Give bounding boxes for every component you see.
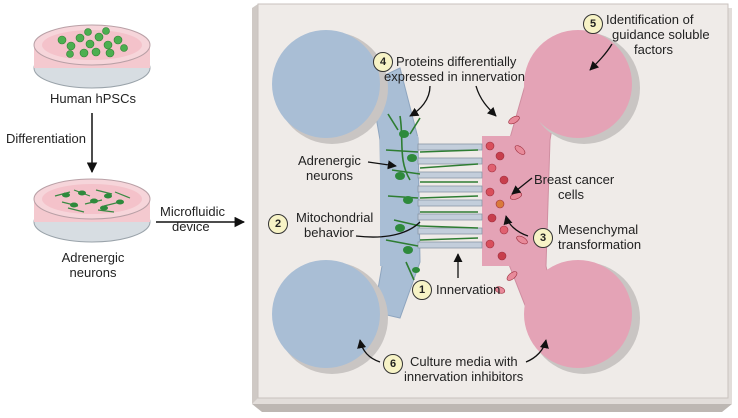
hpsc-colony xyxy=(57,27,128,58)
annotation-5-line3: factors xyxy=(634,42,674,57)
annotation-1-line1: Innervation xyxy=(436,282,501,297)
badge-3: 3 xyxy=(533,228,553,248)
annotation-3-line2: transformation xyxy=(558,237,642,252)
differentiation-label: Differentiation xyxy=(6,131,86,146)
arrow-6-left xyxy=(357,339,381,363)
arrow-neurons xyxy=(367,160,397,170)
arrow-4-right xyxy=(475,85,497,117)
badge-4: 4 xyxy=(373,52,393,72)
annotation-4-line2: expressed in innervation xyxy=(384,69,525,84)
device-neuron-bodies xyxy=(395,130,420,273)
arrow-6-right xyxy=(525,339,549,363)
device-neurons-label-1: Adrenergic xyxy=(298,153,361,168)
arrow-5 xyxy=(589,43,613,71)
arrow-cancer xyxy=(511,177,533,195)
device-neurons-label-2: neurons xyxy=(306,168,353,183)
device-neurons xyxy=(385,113,479,281)
badge-5: 5 xyxy=(583,14,603,34)
annotation-5-line2: guidance soluble xyxy=(612,27,710,42)
badge-1: 1 xyxy=(412,280,432,300)
neuron-bodies xyxy=(62,190,124,211)
cancer-label-2: cells xyxy=(558,187,585,202)
well-top-left xyxy=(272,30,388,144)
badge-2: 2 xyxy=(268,214,288,234)
arrow-4-left xyxy=(409,85,431,117)
badge-6: 6 xyxy=(383,354,403,374)
cancer-cells xyxy=(485,115,528,294)
microchannels xyxy=(417,143,483,249)
arrow-3 xyxy=(503,215,529,237)
petri-dish-neurons xyxy=(33,178,151,243)
hpsc-label: Human hPSCs xyxy=(50,91,136,106)
annotation-6-line1: Culture media with xyxy=(410,354,518,369)
annotation-3-line1: Mesenchymal xyxy=(558,222,639,237)
well-bottom-right xyxy=(524,260,640,374)
cancer-label-1: Breast cancer xyxy=(534,172,615,187)
petri-dish-hpsc xyxy=(33,24,151,89)
annotation-5-line1: Identification of xyxy=(606,12,694,27)
arrow-2 xyxy=(355,221,421,238)
annotation-6-line2: innervation inhibitors xyxy=(404,369,524,384)
annotation-2-line2: behavior xyxy=(304,225,354,240)
neurons-dish-label-2: neurons xyxy=(69,265,117,280)
annotation-4-line1: Proteins differentially xyxy=(396,54,517,69)
annotation-2-line1: Mitochondrial xyxy=(296,210,374,225)
microfluidic-label-2: device xyxy=(172,219,210,234)
microfluidic-device xyxy=(252,3,732,412)
neurons-dish-label-1: Adrenergic xyxy=(61,250,125,265)
well-top-right xyxy=(524,30,640,144)
microfluidic-label-1: Microfluidic xyxy=(160,204,226,219)
